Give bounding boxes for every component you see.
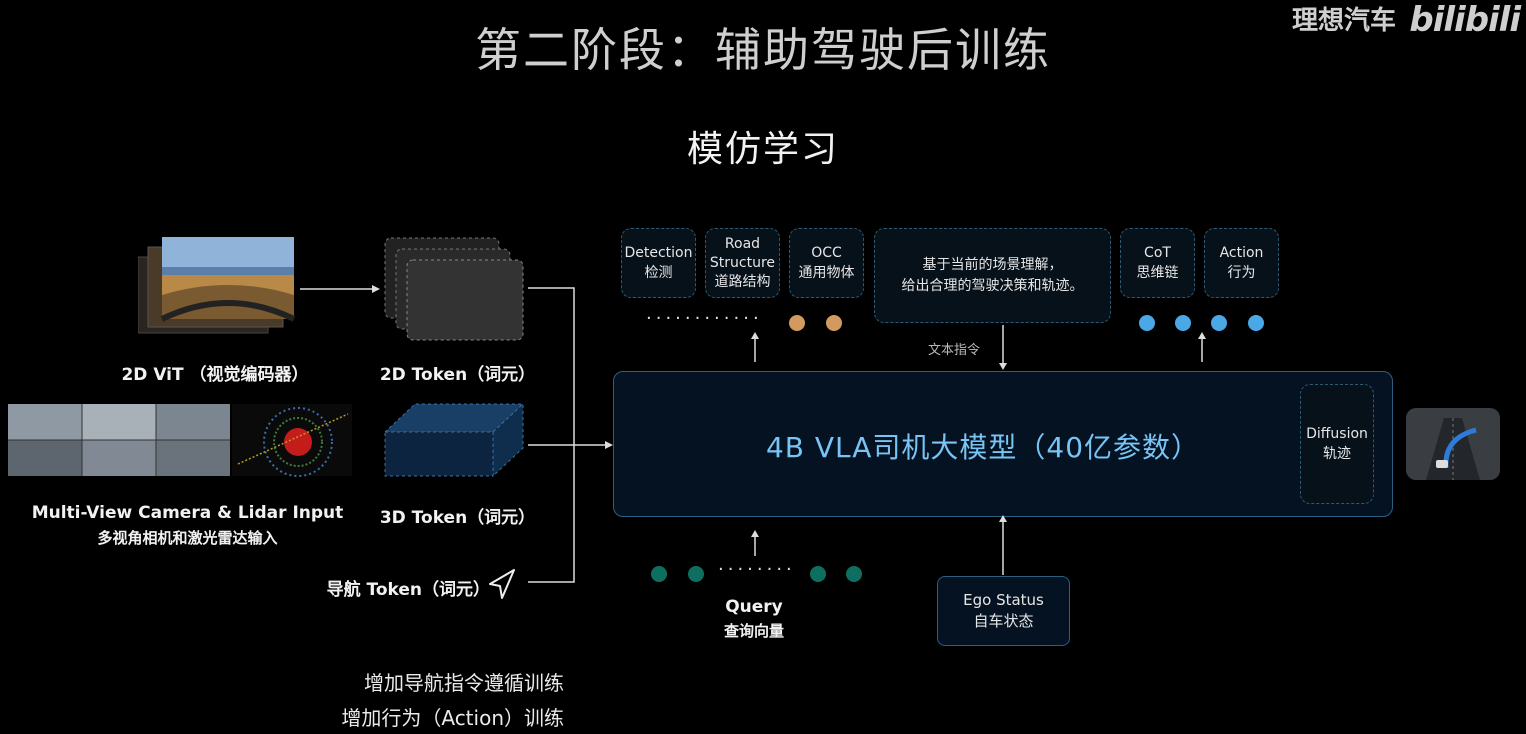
text-instruction-label: 文本指令 xyxy=(928,343,981,358)
token-3d-box xyxy=(383,402,525,478)
output-scene-line-2: 给出合理的驾驶决策和轨迹。 xyxy=(901,277,1084,294)
token-2d-label: 2D Token（词元） xyxy=(379,365,536,385)
output-scene-box: 基于当前的场景理解， 给出合理的驾驶决策和轨迹。 xyxy=(874,228,1111,323)
bilibili-logo: bilibili xyxy=(1409,0,1521,40)
output-action-cn: 行为 xyxy=(1227,265,1256,281)
output-scene-line-1: 基于当前的场景理解， xyxy=(922,256,1063,273)
output-token-dot-orange xyxy=(789,315,805,331)
camera-image-stack xyxy=(138,237,296,334)
camera-label: Multi-View Camera & Lidar Input xyxy=(31,503,344,523)
note-navigation-training: 增加导航指令遵循训练 xyxy=(364,671,564,695)
multi-view-camera-image xyxy=(8,404,352,477)
diffusion-cn: 轨迹 xyxy=(1323,446,1351,462)
output-occ-box: OCC 通用物体 xyxy=(789,228,864,298)
navigation-arrow-icon xyxy=(489,569,515,599)
output-action-en: Action xyxy=(1219,245,1264,261)
output-token-dot-blue xyxy=(1175,315,1191,331)
arrow-up-ego-status xyxy=(999,515,1007,575)
output-token-dot-blue xyxy=(1248,315,1264,331)
output-road-cn: 道路结构 xyxy=(714,273,771,290)
output-road-en-2: Structure xyxy=(709,254,776,271)
arrow-vit-to-2d xyxy=(300,285,380,293)
output-detection-cn: 检测 xyxy=(644,265,673,281)
output-occ-cn: 通用物体 xyxy=(798,265,855,281)
ego-status-en: Ego Status xyxy=(963,591,1044,609)
vla-model-box xyxy=(613,371,1393,517)
vit-label: 2D ViT （视觉编码器） xyxy=(121,365,309,385)
output-cot-box: CoT 思维链 xyxy=(1120,228,1195,298)
output-action-box: Action 行为 xyxy=(1204,228,1279,298)
arrow-up-action xyxy=(1198,332,1206,362)
camera-label-cn: 多视角相机和激光雷达输入 xyxy=(97,529,278,547)
query-token-dot xyxy=(651,566,667,582)
query-label-cn: 查询向量 xyxy=(723,622,784,640)
query-ellipsis: ········ xyxy=(718,559,796,580)
nav-token-label: 导航 Token（词元） xyxy=(326,580,490,600)
diffusion-box: Diffusion 轨迹 xyxy=(1300,384,1374,504)
diffusion-en: Diffusion xyxy=(1306,426,1368,442)
brand-logo: 理想汽车 bilibili xyxy=(1256,0,1526,40)
ego-status-box: Ego Status 自车状态 xyxy=(937,576,1070,646)
ego-status-cn: 自车状态 xyxy=(973,612,1034,630)
query-label: Query xyxy=(725,597,783,617)
query-token-dot xyxy=(688,566,704,582)
token-2d-stack xyxy=(384,237,524,341)
output-ellipsis: ············ xyxy=(646,308,763,329)
landscape-image xyxy=(160,237,296,322)
output-road-en-1: Road xyxy=(724,235,761,252)
vla-model-title: 4B VLA司机大模型（40亿参数） xyxy=(765,431,1201,464)
output-detection-en: Detection xyxy=(624,245,693,261)
output-detection-box: Detection 检测 xyxy=(621,228,696,298)
output-token-dot-blue xyxy=(1139,315,1155,331)
lidar-point-cloud xyxy=(232,404,352,477)
query-token-dot xyxy=(810,566,826,582)
output-cot-cn: 思维链 xyxy=(1136,265,1179,281)
arrow-down-text-instruction xyxy=(999,325,1007,370)
output-token-dot-orange xyxy=(826,315,842,331)
trajectory-visualization xyxy=(1406,408,1500,480)
note-action-training: 增加行为（Action）训练 xyxy=(341,706,564,730)
page-subtitle: 模仿学习 xyxy=(686,129,839,170)
arrow-up-perception xyxy=(751,332,759,362)
input-connector-lines xyxy=(528,287,613,583)
output-token-dot-blue xyxy=(1211,315,1227,331)
query-token-dot xyxy=(846,566,862,582)
token-3d-label: 3D Token（词元） xyxy=(379,508,536,528)
arrow-up-query xyxy=(751,530,759,556)
output-cot-en: CoT xyxy=(1144,245,1171,261)
output-road-structure-box: Road Structure 道路结构 xyxy=(705,228,780,298)
page-title: 第二阶段：辅助驾驶后训练 xyxy=(475,23,1051,77)
brand-text: 理想汽车 xyxy=(1291,6,1396,36)
output-occ-en: OCC xyxy=(811,245,842,261)
